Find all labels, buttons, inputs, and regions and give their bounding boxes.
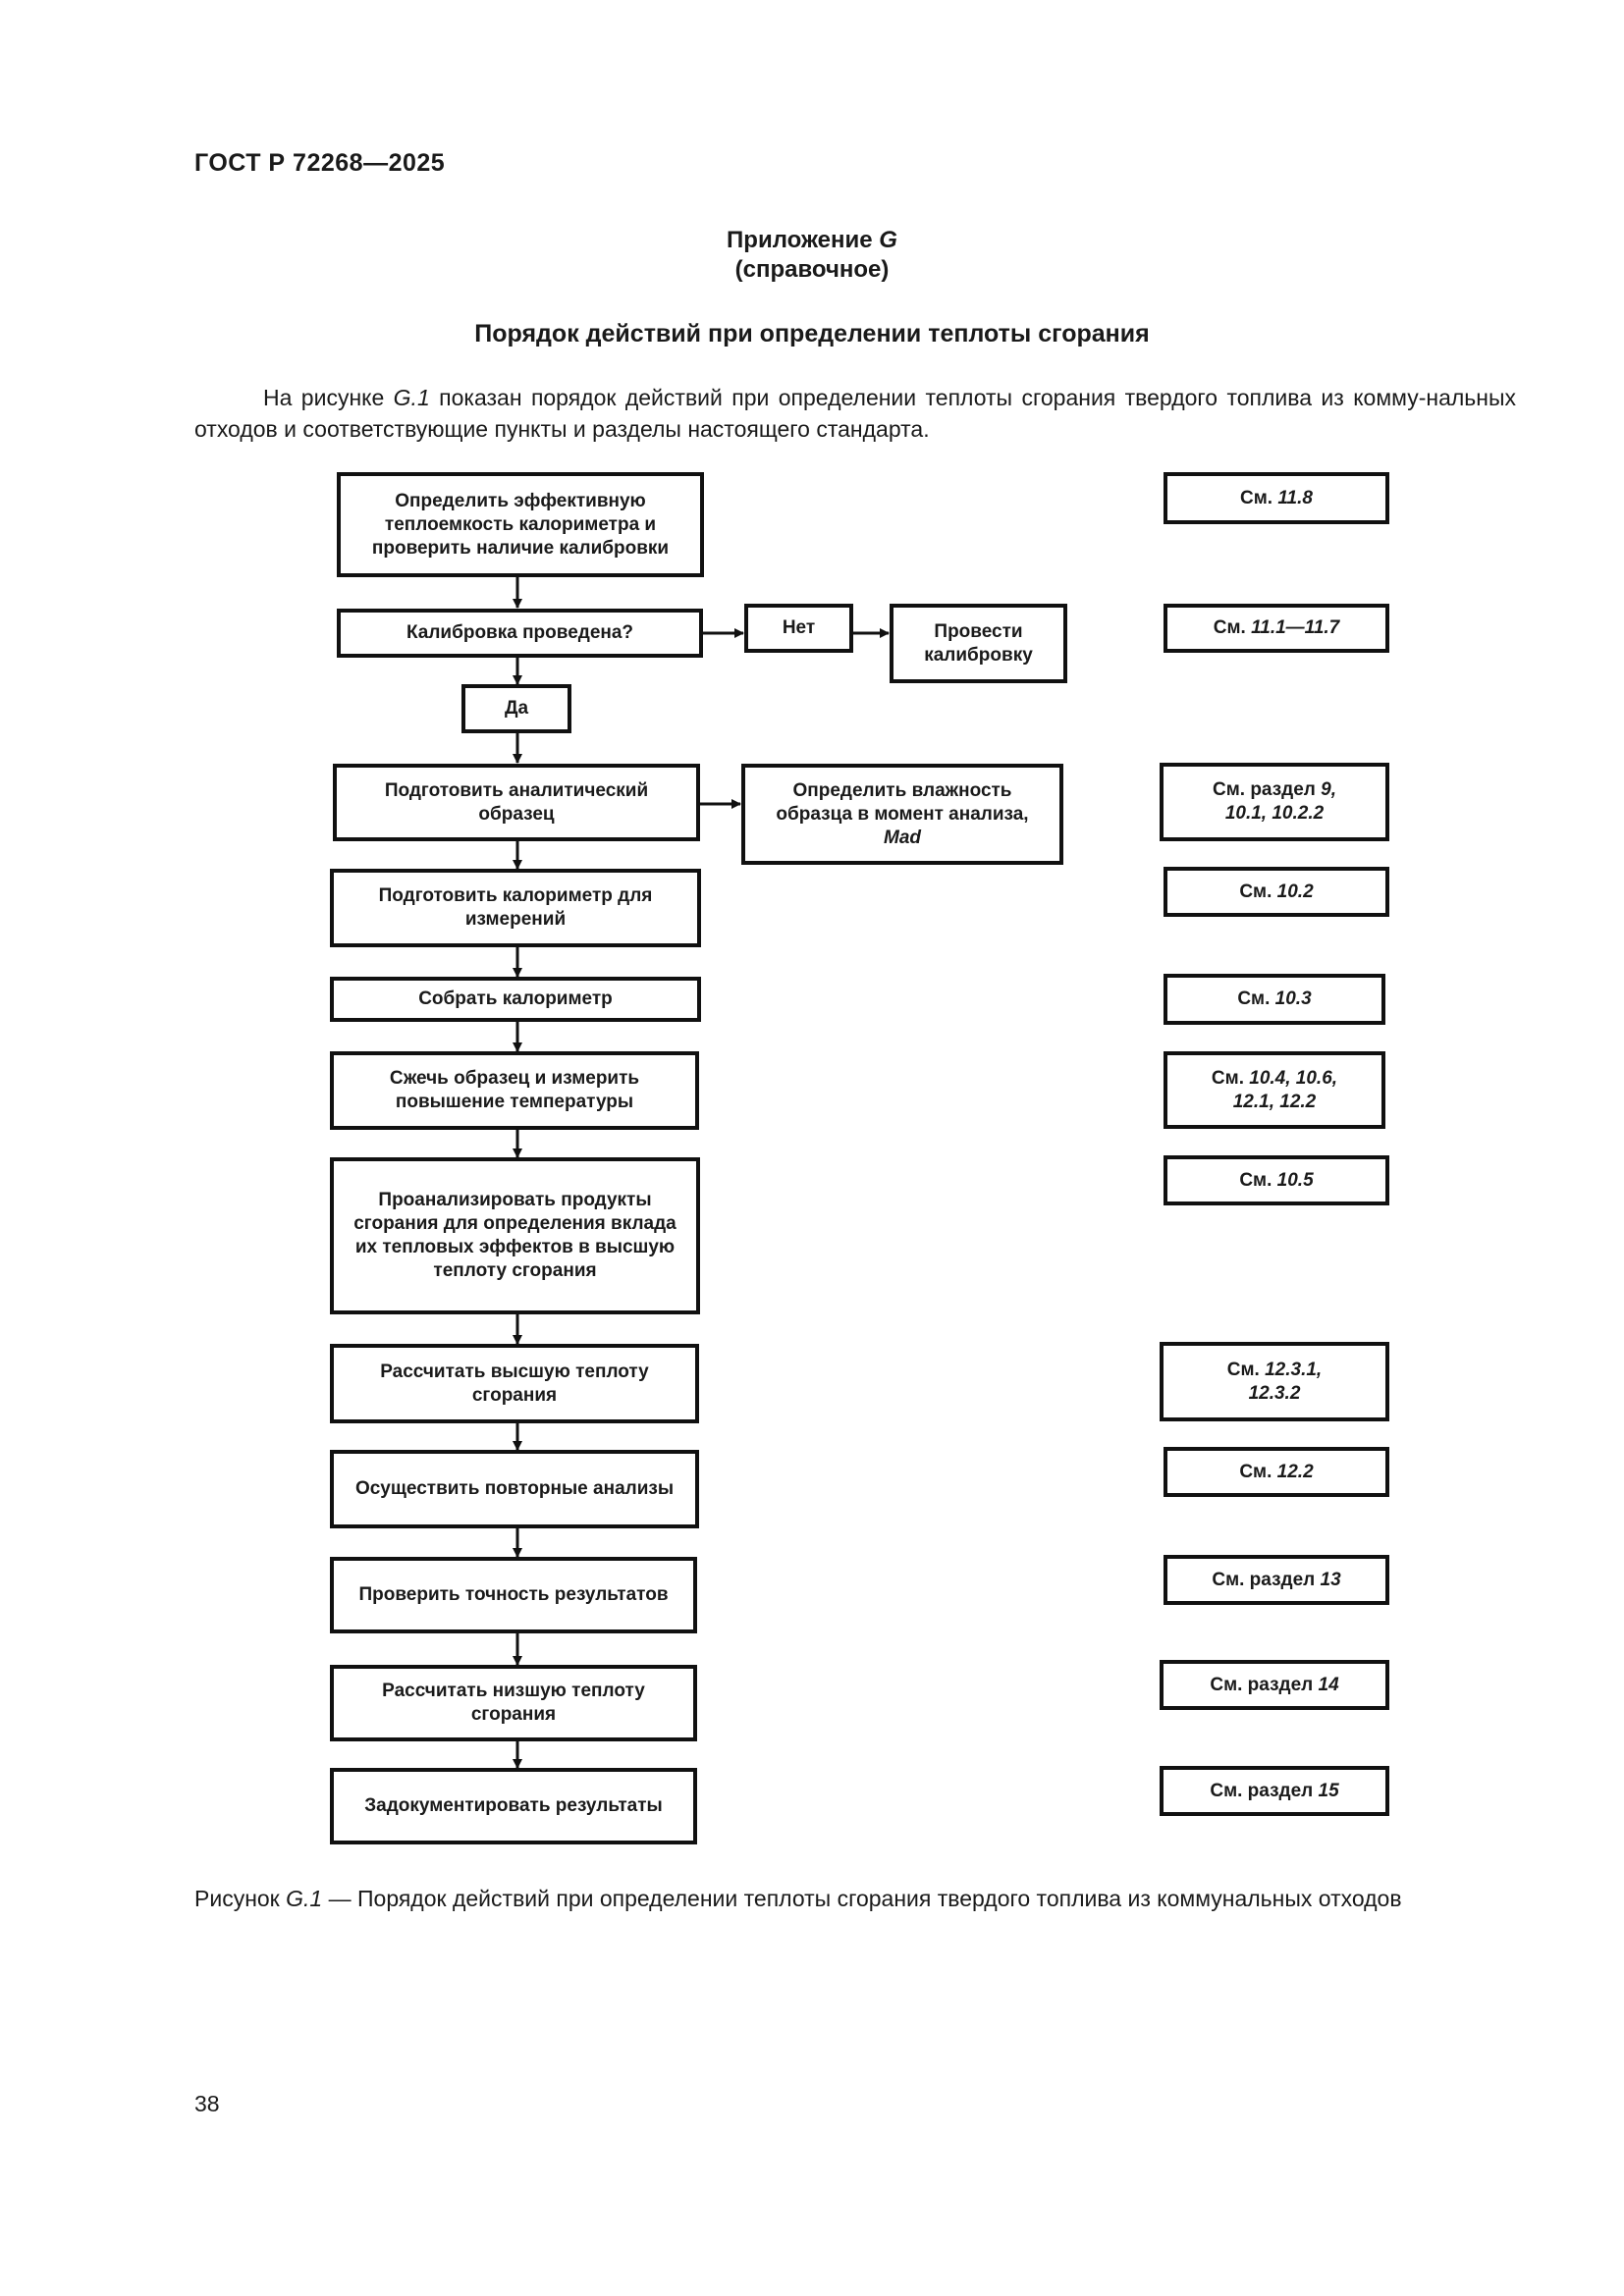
ref-number: 14 <box>1318 1674 1339 1695</box>
step-perform-calibration: Провести калибровку <box>890 604 1067 683</box>
caption-post: — Порядок действий при определении тепло… <box>322 1886 1402 1911</box>
ref-prefix: См. <box>1213 617 1252 638</box>
intro-fig-ref: G.1 <box>393 385 430 410</box>
ref-number: 12.2 <box>1276 1461 1314 1482</box>
ref-prefix: См. раздел <box>1210 1780 1319 1801</box>
ref-9: См. 12.2 <box>1164 1447 1389 1497</box>
caption-pre: Рисунок <box>194 1886 287 1911</box>
ref-6: См. 10.4, 10.6,12.1, 12.2 <box>1164 1051 1385 1129</box>
ref-number: 11.1—11.7 <box>1251 617 1340 638</box>
ref-number: 10.1, 10.2.2 <box>1224 803 1325 824</box>
step-repeat-analyses: Осуществить повторные анализы <box>330 1450 699 1528</box>
ref-number: 9, <box>1321 779 1337 800</box>
ref-number: 10.4, 10.6, <box>1249 1067 1338 1089</box>
ref-prefix: См. <box>1239 1169 1277 1191</box>
step-analyze-products: Проанализировать продукты сгорания для о… <box>330 1157 700 1314</box>
step-calc-net: Рассчитать низшую теплоту сгорания <box>330 1665 697 1741</box>
step-calc-gross: Рассчитать высшую теплоту сгорания <box>330 1344 699 1423</box>
ref-prefix: См. <box>1239 881 1277 902</box>
intro-pre: На рисунке <box>263 385 394 410</box>
ref-number: 11.8 <box>1277 487 1313 508</box>
intro-post: показан порядок действий при определении… <box>194 385 1517 442</box>
ref-8: См. 12.3.1,12.3.2 <box>1160 1342 1389 1421</box>
ref-number: 10.3 <box>1274 988 1312 1009</box>
step-burn-sample: Сжечь образец и измерить повышение темпе… <box>330 1051 699 1130</box>
ref-number: 10.2 <box>1276 881 1314 902</box>
step-check-accuracy: Проверить точность результатов <box>330 1557 697 1633</box>
step-determine-moisture: Определить влажность образца в момент ан… <box>741 764 1063 865</box>
ref-7: См. 10.5 <box>1164 1155 1389 1205</box>
ref-2: См. 11.1—11.7 <box>1164 604 1389 653</box>
ref-prefix: См. раздел <box>1212 779 1322 800</box>
ref-12: См. раздел 15 <box>1160 1766 1389 1816</box>
ref-number: 10.5 <box>1276 1169 1314 1191</box>
document-id: ГОСТ Р 72268—2025 <box>194 149 446 177</box>
ref-prefix: См. <box>1240 487 1278 508</box>
figure-caption: Рисунок G.1 — Порядок действий при опред… <box>194 1886 1402 1912</box>
ref-prefix: См. раздел <box>1212 1569 1321 1590</box>
step-prepare-sample: Подготовить аналитический образец <box>333 764 700 841</box>
step-determine-heat-capacity: Определить эффективную теплоемкость кало… <box>337 472 704 577</box>
ref-prefix: См. <box>1226 1359 1266 1380</box>
step-assemble-calorimeter: Собрать калориметр <box>330 977 701 1022</box>
ref-prefix: См. <box>1239 1461 1277 1482</box>
appendix-type: (справочное) <box>734 256 890 283</box>
ref-1: См. 11.8 <box>1164 472 1389 524</box>
step-document-results: Задокументировать результаты <box>330 1768 697 1844</box>
ref-number: 13 <box>1320 1569 1341 1590</box>
ref-prefix: См. раздел <box>1210 1674 1319 1695</box>
ref-3: См. раздел 9, 10.1, 10.2.2 <box>1160 763 1389 841</box>
step-prepare-calorimeter: Подготовить калориметр для измерений <box>330 869 701 947</box>
moisture-text: Определить влажность образца в момент ан… <box>776 779 1029 825</box>
ref-prefix: См. <box>1237 988 1275 1009</box>
page-number: 38 <box>194 2091 220 2116</box>
ref-number: 12.1, 12.2 <box>1232 1091 1317 1112</box>
step-calibration-check: Калибровка проведена? <box>337 609 703 658</box>
ref-number: 12.3.2 <box>1248 1382 1301 1404</box>
step-yes: Да <box>461 684 571 733</box>
ref-11: См. раздел 14 <box>1160 1660 1389 1710</box>
ref-number: 12.3.1, <box>1265 1359 1323 1380</box>
appendix-label-prefix: Приложение <box>727 227 880 253</box>
ref-5: См. 10.3 <box>1164 974 1385 1025</box>
caption-fig-ref: G.1 <box>286 1886 323 1911</box>
intro-paragraph: На рисунке G.1 показан порядок действий … <box>194 382 1516 445</box>
step-no: Нет <box>744 604 853 653</box>
appendix-label: Приложение G <box>0 227 1624 254</box>
ref-number: 15 <box>1318 1780 1339 1801</box>
ref-10: См. раздел 13 <box>1164 1555 1389 1605</box>
ref-4: См. 10.2 <box>1164 867 1389 917</box>
ref-prefix: См. <box>1211 1067 1250 1089</box>
appendix-title: Порядок действий при определении теплоты… <box>474 320 1150 347</box>
appendix-letter: G <box>879 227 897 253</box>
moisture-symbol: Mad <box>884 827 921 848</box>
